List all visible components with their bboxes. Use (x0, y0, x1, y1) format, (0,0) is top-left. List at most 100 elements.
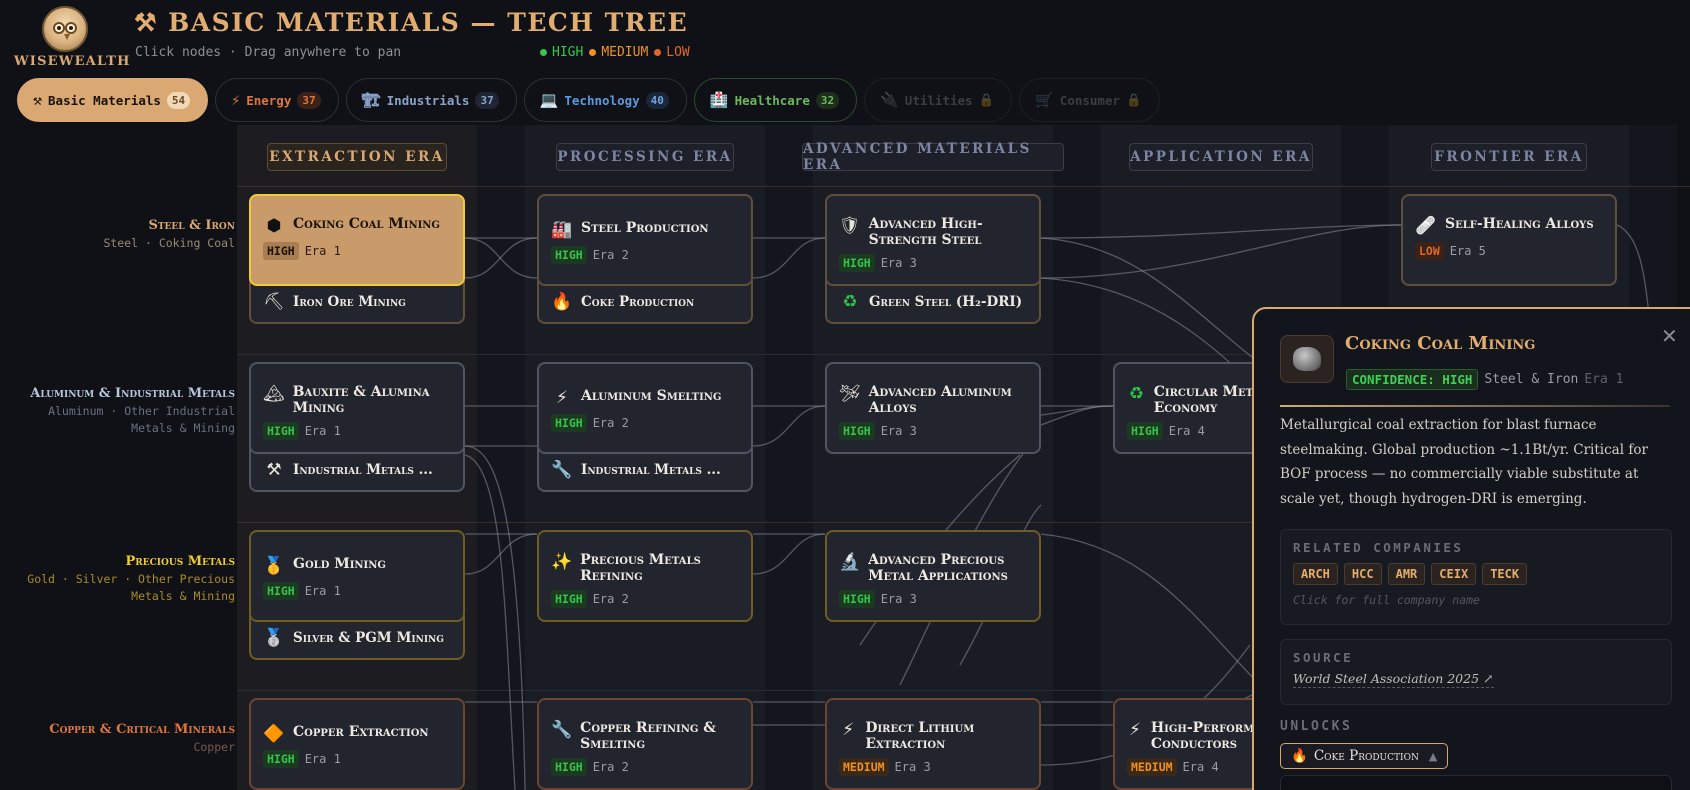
count-badge: 37 (297, 91, 321, 109)
era-header-advanced-materials: ADVANCED MATERIALS ERA (802, 141, 1064, 173)
silver-medal-icon: 🥈 (263, 628, 285, 648)
confidence-badge: HIGH (263, 582, 299, 600)
unlock-coke-production[interactable]: 🔥 Coke Production ▲ (1280, 743, 1449, 769)
close-icon[interactable]: ✕ (1661, 324, 1678, 348)
count-badge: 32 (815, 91, 840, 109)
count-badge: 40 (645, 91, 669, 109)
copper-diamond-icon: 🔶 (263, 724, 285, 744)
detail-title: Coking Coal Mining (1345, 333, 1536, 354)
detail-description: Metallurgical coal extraction for blast … (1280, 417, 1648, 507)
confidence-badge: HIGH (551, 414, 587, 432)
brand-name: WISEWEALTH (14, 54, 131, 69)
tab-consumer[interactable]: 🛒 Consumer 🔒 (1019, 78, 1160, 122)
ticker-hcc[interactable]: HCC (1343, 563, 1382, 585)
recycle-icon: ♻ (1128, 384, 1144, 404)
era-header-extraction: EXTRACTION ERA (267, 143, 447, 171)
confidence-legend: HIGH MEDIUM LOW (540, 45, 690, 60)
fire-icon: 🔥 (1291, 748, 1308, 764)
lock-icon: 🔒 (978, 92, 995, 107)
lightning-icon: ⚡ (231, 91, 241, 109)
confidence-badge: HIGH (263, 422, 299, 440)
wrench-icon: 🔧 (551, 460, 573, 480)
confidence-badge: HIGH (263, 242, 299, 260)
tab-industrials[interactable]: 🏗 Industrials 37 (345, 78, 517, 122)
tab-energy[interactable]: ⚡ Energy 37 (215, 78, 339, 122)
tab-healthcare[interactable]: 🏥 Healthcare 32 (693, 78, 858, 122)
plug-icon: 🔌 (880, 91, 899, 109)
detail-era: Era 1 (1584, 372, 1624, 387)
pick-icon: ⛏ (263, 292, 285, 312)
dot-icon (589, 49, 597, 56)
sector-label-steel-iron: Steel & Iron Steel · Coking Coal (103, 218, 235, 250)
sector-label-aluminum: Aluminum & Industrial Metals Aluminum · … (30, 386, 235, 435)
page-subtitle: Click nodes · Drag anywhere to pan (135, 45, 402, 60)
crane-icon: 🏗 (361, 91, 381, 109)
confidence-badge: MEDIUM (1127, 758, 1177, 776)
confidence-badge: HIGH (263, 750, 299, 768)
gold-medal-icon: 🥇 (263, 556, 285, 576)
sector-label-copper: Copper & Critical Minerals Copper (49, 722, 235, 754)
row-divider (237, 186, 1690, 187)
node-thumbnail (1280, 335, 1334, 383)
bandage-icon: 🩹 (1415, 216, 1437, 236)
tab-utilities[interactable]: 🔌 Utilities 🔒 (864, 78, 1013, 122)
cart-icon: 🛒 (1035, 91, 1054, 109)
dot-icon (654, 49, 662, 56)
unlocks-label: UNLOCKS (1280, 719, 1353, 734)
node-silver-pgm-mining[interactable]: 🥈Silver & PGM Mining (249, 616, 465, 660)
node-industrial-metals-mining[interactable]: ⚒Industrial Metals ... (249, 448, 465, 492)
shield-icon: 🛡 (839, 216, 861, 236)
count-badge: 54 (166, 91, 191, 109)
factory-icon: 🏭 (551, 220, 573, 240)
divider (1280, 405, 1670, 407)
ticker-amr[interactable]: AMR (1387, 563, 1426, 585)
confidence-badge: HIGH (839, 254, 875, 272)
source-card: SOURCE World Steel Association 2025 ↗ (1280, 639, 1672, 705)
lightning-icon: ⚡ (1128, 720, 1141, 740)
coal-icon: ⬢ (266, 216, 282, 236)
era-header-frontier: FRONTIER ERA (1431, 143, 1587, 171)
lightning-icon: ⚡ (842, 720, 855, 740)
hospital-icon: 🏥 (709, 91, 729, 109)
ticker-arch[interactable]: ARCH (1293, 563, 1338, 585)
row-divider (237, 690, 1690, 691)
legend-low: LOW (654, 45, 690, 60)
wrench-icon: 🔧 (551, 720, 573, 740)
era-header-application: APPLICATION ERA (1129, 143, 1313, 171)
ticker-teck[interactable]: TECK (1482, 563, 1528, 585)
legend-medium: MEDIUM (589, 45, 648, 60)
tab-basic-materials[interactable]: ⚒ Basic Materials 54 (17, 78, 209, 122)
row-divider (237, 354, 1690, 355)
node-coke-production[interactable]: 🔥Coke Production (537, 280, 753, 324)
count-badge: 37 (475, 91, 499, 109)
tab-technology[interactable]: 💻 Technology 40 (523, 78, 687, 122)
node-advanced-precious-metal-applications[interactable]: 🔬Advanced Precious Metal Applications HI… (825, 530, 1041, 622)
source-link[interactable]: World Steel Association 2025 ↗ (1293, 671, 1494, 688)
confidence-badge: HIGH (1127, 422, 1163, 440)
mountain-icon: 🏔 (263, 384, 285, 404)
related-companies-card: RELATED COMPANIES ARCH HCC AMR CEIX TECK… (1280, 529, 1672, 625)
confidence-badge: LOW (1415, 242, 1444, 260)
node-industrial-metals-processing[interactable]: 🔧Industrial Metals ... (537, 448, 753, 492)
tickers-hint: Click for full company name (1293, 593, 1480, 607)
legend-high: HIGH (540, 45, 583, 60)
logo[interactable]: WISEWEALTH (14, 6, 131, 69)
node-iron-ore-mining[interactable]: ⛏Iron Ore Mining (249, 280, 465, 324)
microscope-icon: 🔬 (839, 552, 861, 572)
node-detail-panel: ✕ Coking Coal Mining CONFIDENCE: HIGH St… (1252, 307, 1690, 790)
node-green-steel[interactable]: ♻Green Steel (H₂-DRI) (825, 280, 1041, 324)
ticker-ceix[interactable]: CEIX (1431, 563, 1477, 585)
confidence-badge: HIGH (551, 590, 587, 608)
